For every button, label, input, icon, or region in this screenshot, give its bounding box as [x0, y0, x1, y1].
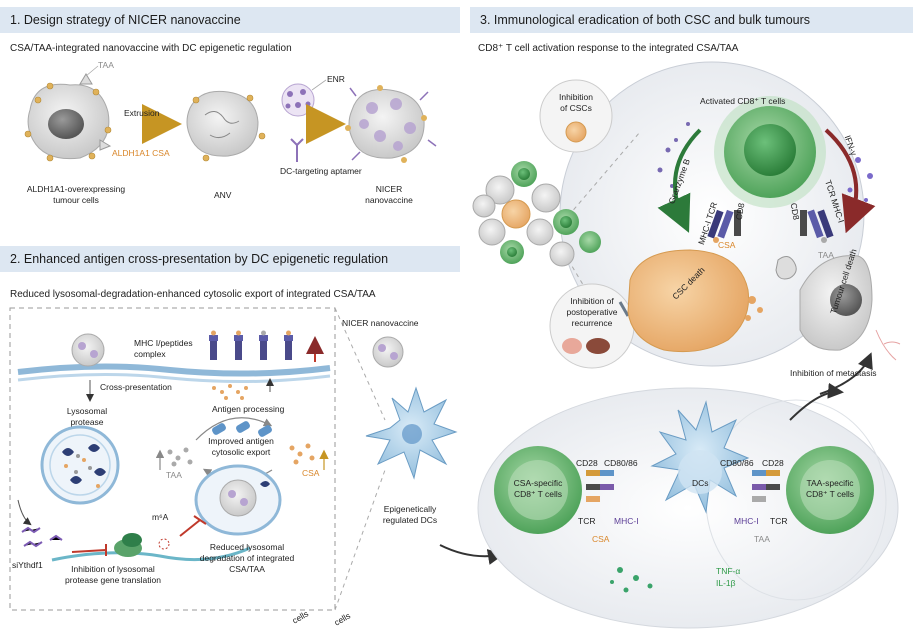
enr-cluster [281, 83, 315, 117]
cd80-label-right: CD80/86 [720, 458, 754, 468]
receptors-left [586, 470, 614, 502]
panel2-subtitle: Reduced lysosomal-degradation-enhanced c… [10, 289, 376, 300]
ifn-arrow [824, 128, 876, 234]
csc-dying-cell [627, 249, 750, 353]
panel1-header: 1. Design strategy of NICER nanovaccine [0, 7, 460, 33]
cd28-label-right: CD28 [762, 458, 784, 468]
panel3-header: 3. Immunological eradication of both CSC… [470, 7, 913, 33]
mrna-strand [51, 546, 251, 562]
antigen-processing-label: Antigen processing [212, 404, 285, 414]
sirna-icon [21, 526, 63, 548]
panel2-title: 2. Enhanced antigen cross-presentation b… [10, 252, 389, 266]
sirna-label: siYthdf1 [12, 560, 43, 570]
taa-label-p2: TAA [166, 470, 182, 480]
activated-cd8-tcell [714, 96, 826, 208]
cd80-label-left: CD80/86 [604, 458, 638, 468]
dcs-label: DCs [692, 478, 709, 488]
tnf-label: TNF-α [716, 566, 741, 576]
panel1-title: 1. Design strategy of NICER nanovaccine [10, 13, 241, 27]
dc-center [650, 400, 750, 514]
csa-label-p2: CSA [302, 468, 320, 478]
nicer-nanovaccine [345, 85, 437, 163]
antigen-dots [212, 384, 315, 465]
cell-membrane [17, 363, 331, 377]
csa-specific-tcell [494, 446, 582, 534]
taa-pointer [85, 65, 99, 77]
nicer-label-p2: NICER nanovaccine [342, 318, 419, 328]
dc-interaction-region [477, 387, 899, 629]
il-label: IL-1β [716, 578, 736, 588]
panel2-header: 2. Enhanced antigen cross-presentation b… [0, 246, 460, 272]
aptamer-label: DC-targeting aptamer [280, 166, 362, 176]
panel1-subtitle: CSA/TAA-integrated nanovaccine with DC e… [10, 43, 292, 54]
ribosome [114, 533, 142, 557]
receptors-right [752, 470, 780, 502]
m6a-label: m⁶A [152, 512, 169, 522]
dc-aptamer [290, 138, 304, 162]
csa-label-p3: CSA [718, 240, 736, 250]
taa-label-p1: TAA [98, 60, 114, 70]
activated-cd8-label: Activated CD8⁺ T cells [700, 96, 786, 106]
epigenetic-dc [365, 386, 458, 480]
tumour-cell [24, 73, 112, 162]
mhc-peptide-complexes [209, 330, 293, 360]
tcr-label-left: TCR [578, 516, 596, 526]
dc-inset-frame [9, 307, 336, 611]
extrusion-label: Extrusion [124, 108, 160, 118]
endosome [194, 464, 282, 536]
lysosome [40, 425, 120, 505]
processing-proteins [212, 421, 272, 437]
internalizing-nanovaccine [71, 333, 105, 367]
cytokine-dots [610, 567, 653, 593]
mhc-label-left: MHC-I [614, 516, 639, 526]
taa-specific-tcell [786, 446, 874, 534]
granzyme-dots [657, 122, 690, 188]
granzyme-arrow [657, 128, 702, 233]
nicer-small [372, 336, 404, 368]
csa-label-p1: ALDH1A1 CSA [112, 148, 170, 158]
mhc-tcr-right [800, 209, 834, 243]
csa-label-dc: CSA [592, 534, 610, 544]
cross-presentation-label: Cross-presentation [100, 382, 172, 392]
taa-label-dc: TAA [754, 534, 770, 544]
mhc-label-right: MHC-I [734, 516, 759, 526]
cd28-label-left: CD28 [576, 458, 598, 468]
anv-vesicle [186, 90, 266, 162]
anv-label: ANV [214, 190, 232, 200]
panel3-subtitle: CD8⁺ T cell activation response to the i… [478, 43, 739, 54]
mhc-tcr-left [707, 209, 741, 243]
panel3-title: 3. Immunological eradication of both CSC… [480, 13, 811, 27]
tumour-cluster [472, 161, 601, 267]
metastasis-label: Inhibition of metastasis [790, 368, 877, 378]
tcr-label-right: TCR [770, 516, 788, 526]
inhibition-csc-bubble [539, 79, 613, 153]
taa-label-p3: TAA [818, 250, 834, 260]
enr-label: ENR [327, 74, 345, 84]
